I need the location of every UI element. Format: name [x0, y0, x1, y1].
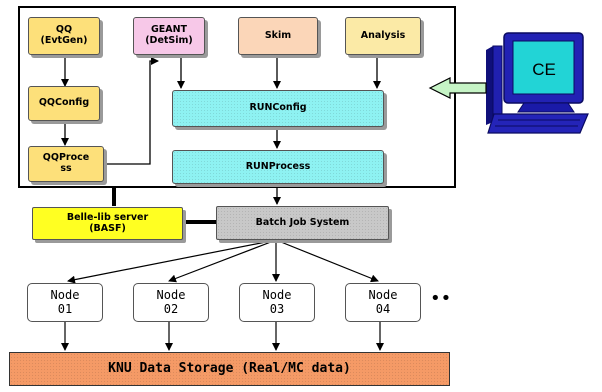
- node-03-box: Node 03: [239, 283, 315, 322]
- belle-lib-server-box: Belle-lib server (BASF): [32, 207, 183, 240]
- qqconfig-box: QQConfig: [28, 86, 100, 121]
- skim-box: Skim: [238, 17, 318, 55]
- qq-evtgen-box: QQ (EvtGen): [28, 17, 100, 55]
- runprocess-box: RUNProcess: [172, 150, 384, 184]
- arrow-qqprocess-to-geant: [104, 57, 159, 165]
- runconfig-box: RUNConfig: [172, 90, 384, 127]
- computer-icon: [486, 32, 589, 134]
- knu-data-storage-box: KNU Data Storage (Real/MC data): [9, 352, 450, 386]
- arrow-batch-to-node04: [275, 239, 379, 283]
- geant-detsim-box: GEANT (DetSim): [133, 17, 205, 55]
- node-04-box: Node 04: [345, 283, 421, 322]
- analysis-box: Analysis: [345, 17, 421, 55]
- node-01-box: Node 01: [27, 283, 103, 322]
- node-02-box: Node 02: [133, 283, 209, 322]
- arrow-batch-to-node01: [67, 239, 277, 284]
- batch-job-system-box: Batch Job System: [216, 206, 389, 240]
- more-nodes-ellipsis: ••: [430, 288, 451, 309]
- ce-input-arrow: [428, 77, 487, 99]
- software-framework-frame: [18, 6, 456, 188]
- qqprocess-box: QQProce ss: [28, 146, 104, 182]
- computer-label: CE: [532, 60, 556, 79]
- arrow-batch-to-node02: [168, 239, 277, 283]
